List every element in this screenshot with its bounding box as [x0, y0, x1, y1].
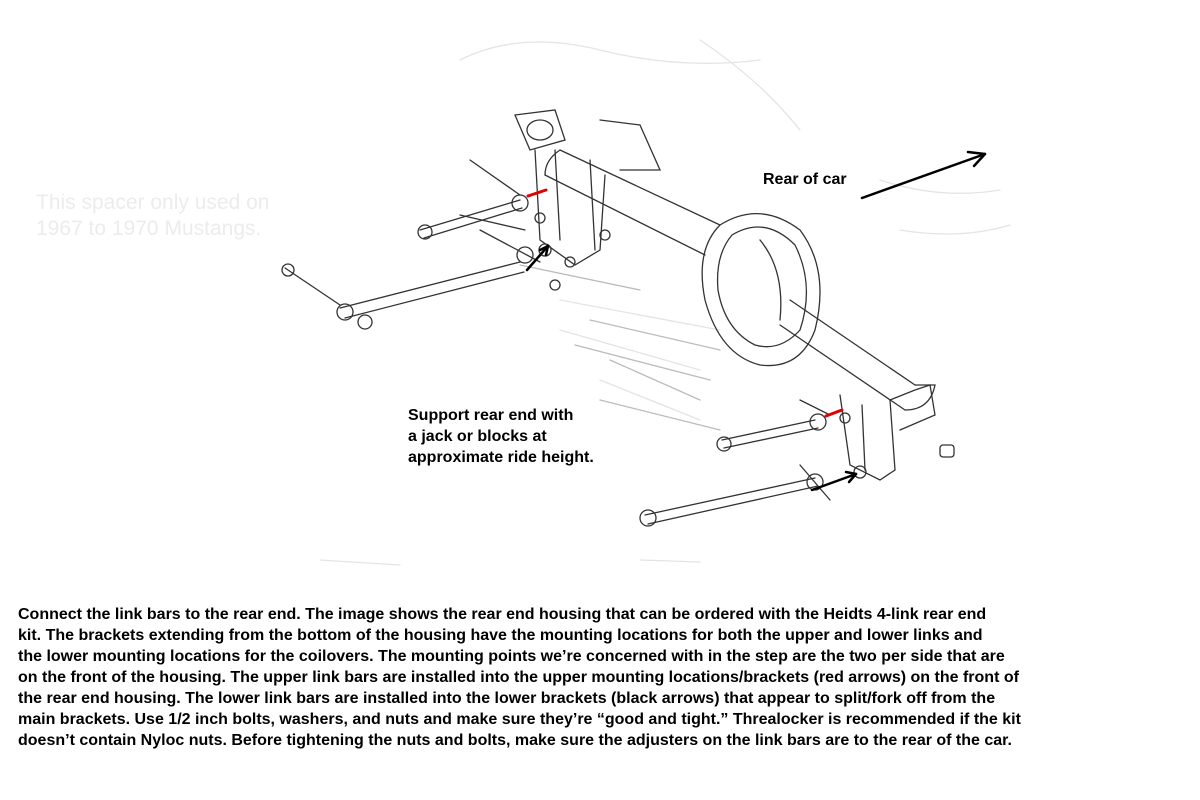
- ghost-line: This spacer only used on: [36, 191, 270, 214]
- black-arrow-left-lower: [525, 244, 550, 272]
- support-note-line: approximate ride height.: [408, 449, 594, 466]
- instruction-line: kit. The brackets extending from the bot…: [18, 627, 983, 644]
- axle-housing: [544, 149, 936, 411]
- red-arrow-left-upper: [526, 188, 548, 198]
- background-sketch: [319, 39, 1011, 566]
- black-arrow-right-lower: [810, 470, 858, 492]
- left-bracket: [514, 109, 662, 268]
- support-note-line: a jack or blocks at: [408, 428, 547, 445]
- ghost-line: 1967 to 1970 Mustangs.: [36, 217, 262, 240]
- support-note: Support rear end with a jack or blocks a…: [408, 405, 594, 468]
- red-arrow-right-upper: [824, 408, 844, 418]
- right-lower-link-bar: [639, 464, 831, 527]
- instruction-line: main brackets. Use 1/2 inch bolts, washe…: [18, 711, 1021, 728]
- frame-rails: [519, 264, 721, 431]
- instruction-line: the rear end housing. The lower link bar…: [18, 690, 996, 707]
- rear-of-car-arrow: [860, 150, 987, 200]
- instruction-line: doesn’t contain Nyloc nuts. Before tight…: [18, 732, 1012, 749]
- instruction-line: Connect the link bars to the rear end. T…: [18, 606, 987, 623]
- left-lower-link-bar: [281, 212, 561, 330]
- right-upper-link-bar: [716, 399, 831, 452]
- faint-background-note: This spacer only used on 1967 to 1970 Mu…: [36, 190, 269, 242]
- instruction-line: on the front of the housing. The upper l…: [18, 669, 1019, 686]
- rear-of-car-label: Rear of car: [763, 171, 847, 188]
- instructions-paragraph: Connect the link bars to the rear end. T…: [18, 604, 1198, 751]
- left-upper-link-bars: [417, 159, 541, 264]
- support-note-line: Support rear end with: [408, 407, 574, 424]
- instruction-line: the lower mounting locations for the coi…: [18, 648, 1005, 665]
- differential-cover: [701, 213, 821, 367]
- right-bracket: [839, 384, 955, 481]
- rear-end-diagram: [281, 39, 1011, 566]
